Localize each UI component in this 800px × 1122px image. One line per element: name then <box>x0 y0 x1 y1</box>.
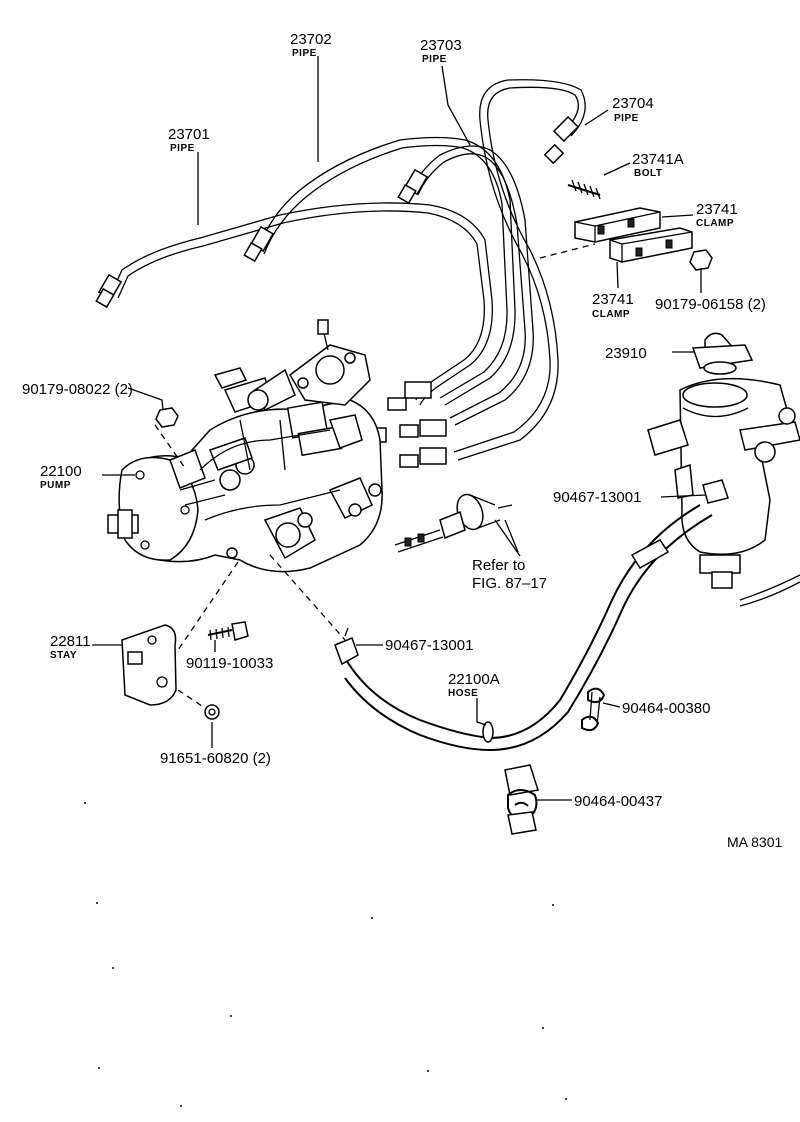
hose-clamps <box>504 687 606 835</box>
label-23704-name: PIPE <box>614 113 639 124</box>
label-23701-number: 23701 <box>168 126 210 143</box>
reference-line2: FIG. 87–17 <box>472 575 547 592</box>
part-labels: 23702 PIPE 23703 PIPE 23701 PIPE 23704 P… <box>22 31 782 850</box>
label-23702-number: 23702 <box>290 31 332 48</box>
label-23741a-number: 23741A <box>632 151 684 168</box>
reference-line1: Refer to <box>472 557 525 574</box>
label-22811-name: STAY <box>50 650 77 661</box>
label-90467-13001-lower: 90467-13001 <box>385 637 473 654</box>
injection-pipes <box>95 79 586 468</box>
stay-bracket <box>121 621 249 720</box>
label-22100-name: PUMP <box>40 480 71 491</box>
label-23741-upper-name: CLAMP <box>696 218 734 229</box>
pipe-clamps <box>539 179 713 271</box>
label-90119-10033: 90119-10033 <box>186 655 273 672</box>
label-23741-upper-number: 23741 <box>696 201 738 218</box>
label-23910: 23910 <box>605 345 647 362</box>
fuel-filter-assembly <box>647 332 800 607</box>
fuel-hose <box>334 504 713 752</box>
label-90464-00380: 90464-00380 <box>622 700 710 717</box>
label-23704-number: 23704 <box>612 95 654 112</box>
label-90464-00437: 90464-00437 <box>574 793 662 810</box>
label-22100a-number: 22100A <box>448 671 500 688</box>
scan-specks <box>84 802 567 1107</box>
label-22100-number: 22100 <box>40 463 82 480</box>
label-23701-name: PIPE <box>170 143 195 154</box>
label-22100a-name: HOSE <box>448 688 478 699</box>
label-23703-name: PIPE <box>422 54 447 65</box>
label-23702-name: PIPE <box>292 48 317 59</box>
label-23741-lower-number: 23741 <box>592 291 634 308</box>
drawing-code: MA 8301 <box>727 834 782 850</box>
label-90467-13001-upper: 90467-13001 <box>553 489 641 506</box>
label-23741a-name: BOLT <box>634 168 662 179</box>
label-90179-06158: 90179-06158 (2) <box>655 296 766 313</box>
leader-lines <box>92 56 707 801</box>
label-23741-lower-name: CLAMP <box>592 309 630 320</box>
label-22811-number: 22811 <box>50 633 91 650</box>
label-91651-60820: 91651-60820 (2) <box>160 750 271 767</box>
label-23703-number: 23703 <box>420 37 462 54</box>
injection-pump <box>107 319 383 651</box>
vacuum-component <box>394 493 519 553</box>
label-90179-08022: 90179-08022 (2) <box>22 381 133 398</box>
